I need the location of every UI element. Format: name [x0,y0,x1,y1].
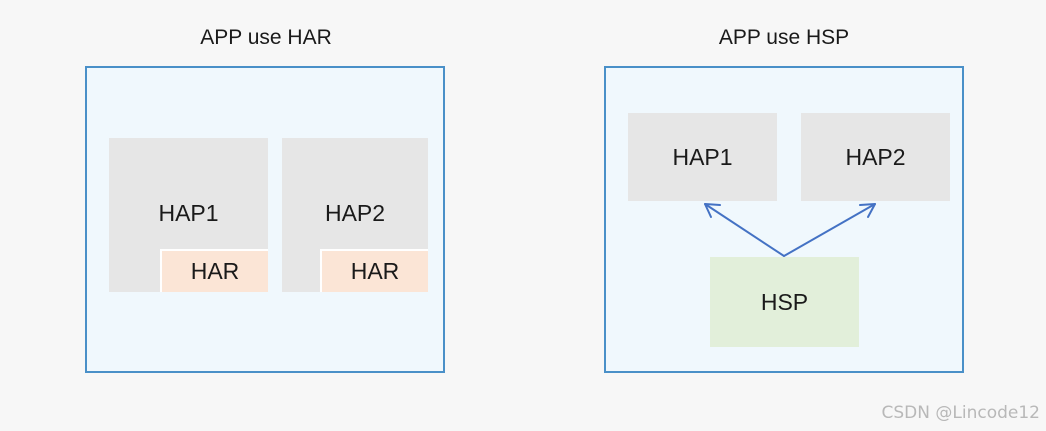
har1-module-box: HAR [160,249,268,292]
hsp-label: HSP [760,288,809,315]
arrow-hsp-to-hap1 [704,203,785,257]
hap2-label: HAP2 [324,200,386,226]
hsp-hap2-module-box: HAP2 [801,113,950,201]
hsp-hap1-module-box: HAP1 [628,113,777,201]
hap1-label: HAP1 [158,200,219,226]
left-diagram-title: APP use HAR [200,26,332,49]
har2-module-box: HAR [320,249,428,292]
hsp-module-box: HSP [710,257,859,347]
arrowhead-hap2 [859,203,876,218]
arrow-hsp-to-hap2 [783,203,876,257]
har1-label: HAR [190,258,240,284]
watermark: CSDN @Lincode12 [881,403,1040,423]
hsp-hap2-label: HAP2 [845,143,906,170]
arrowhead-hap1 [704,203,721,218]
har2-label: HAR [350,258,400,284]
right-diagram-title: APP use HSP [718,26,850,49]
hsp-hap1-label: HAP1 [672,143,733,170]
